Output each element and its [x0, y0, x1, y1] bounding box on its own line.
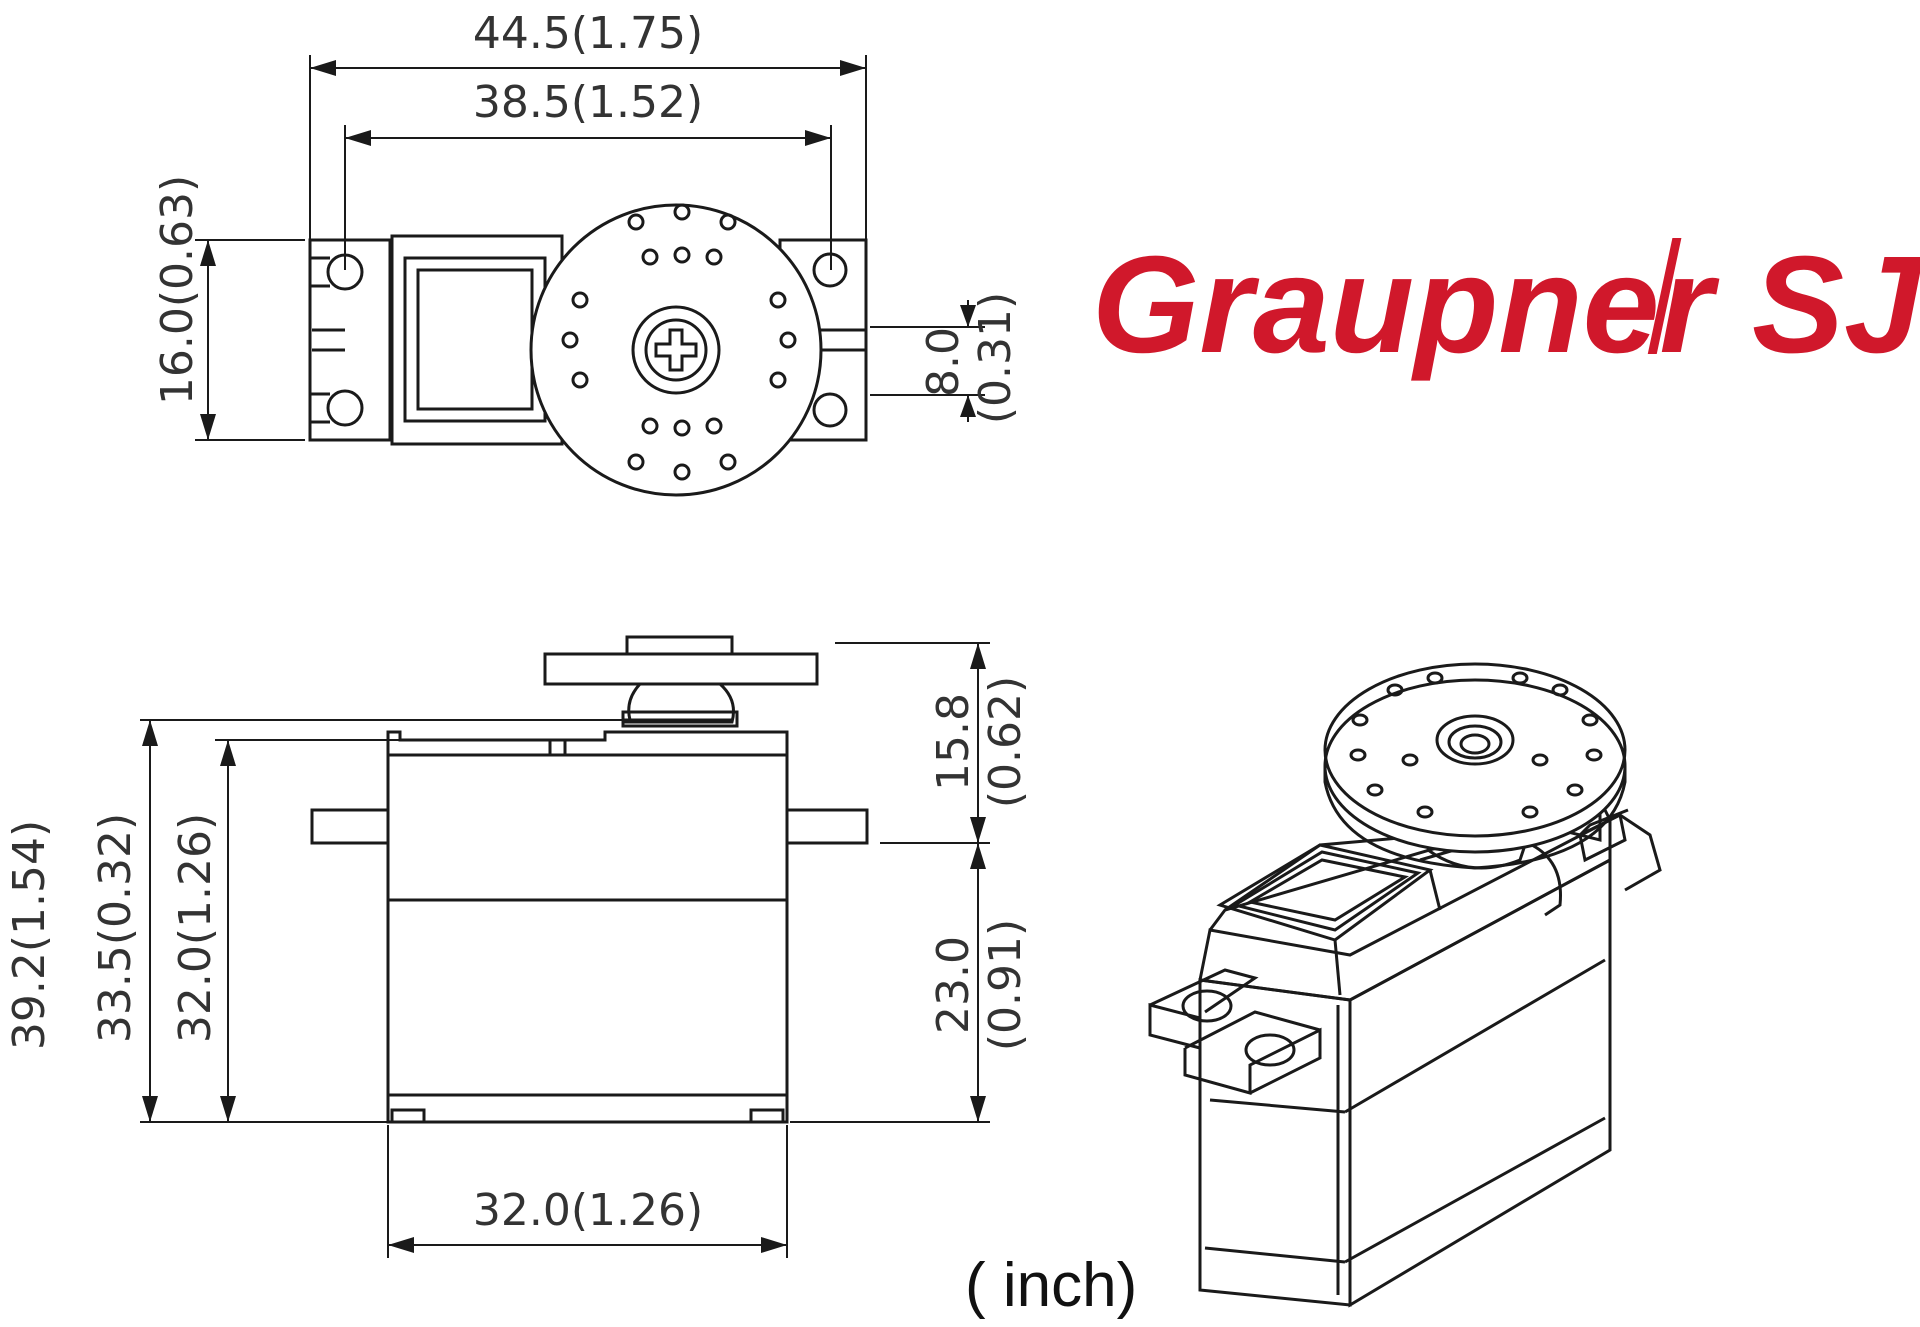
side-view: 39.2(1.54) 33.5(0.32) 32.0(1.26) 15.8 (0…: [4, 635, 1031, 1258]
dim-total-height: 39.2(1.54): [4, 820, 55, 1050]
dim-width: 16.0(0.63): [152, 175, 203, 405]
iso-horn-holes: [1349, 671, 1603, 819]
brand-name: Graupner: [1092, 228, 1719, 382]
dim-shaft-offset-in: (0.31): [970, 292, 1021, 424]
dim-shaft-offset-mm: 8.0: [918, 327, 969, 397]
dim-mount-height-mm: 23.0: [928, 936, 979, 1034]
iso-horn-disc: [1323, 678, 1627, 854]
dim-mount-height-in: (0.91): [980, 919, 1031, 1051]
brand-logo: Graupner SJ: [1092, 228, 1920, 382]
dim-height-to-horn: 33.5(0.32): [90, 813, 141, 1043]
brand-separator: [1647, 238, 1682, 354]
dim-overall-length: 44.5(1.75): [473, 8, 703, 59]
horn-screw-icon: [654, 328, 698, 372]
dim-hole-spacing: 38.5(1.52): [473, 77, 703, 128]
dim-horn-height-in: (0.62): [980, 676, 1031, 808]
unit-note: ( inch): [965, 1251, 1137, 1320]
dim-case-height: 32.0(1.26): [170, 813, 221, 1043]
dim-horn-height-mm: 15.8: [928, 693, 979, 791]
isometric-view: [1148, 662, 1662, 1308]
horn-holes: [561, 203, 797, 481]
brand-suffix: SJ: [1752, 228, 1920, 382]
top-view: 44.5(1.75) 38.5(1.52) 16.0(0.63): [152, 8, 1021, 497]
dim-case-width: 32.0(1.26): [473, 1185, 703, 1236]
servo-horn-disc: [529, 203, 823, 497]
